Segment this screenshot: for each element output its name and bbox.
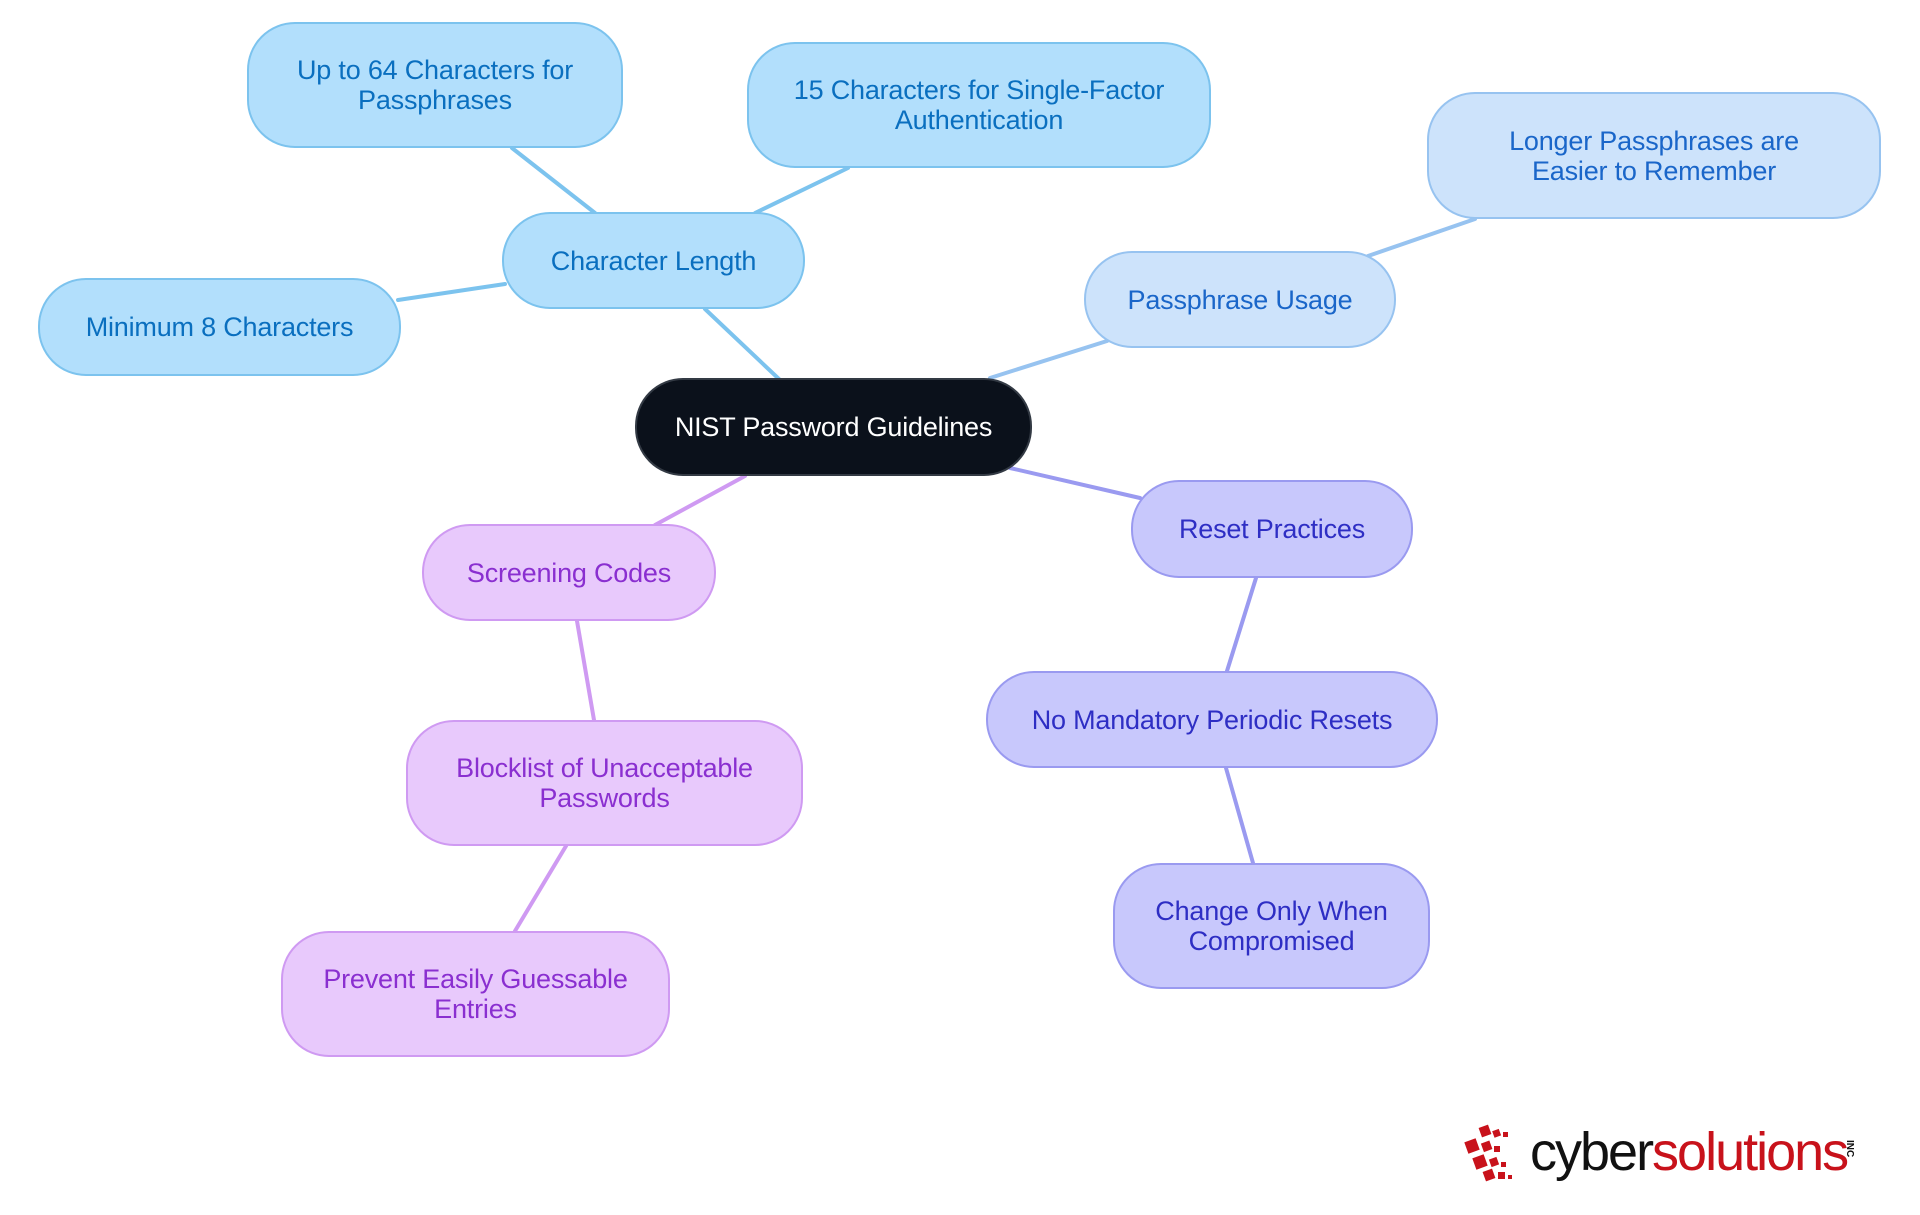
- logo-inc-suffix: INC: [1844, 1140, 1855, 1158]
- edge-root-character-length: [703, 307, 782, 382]
- node-passphrase-usage[interactable]: Passphrase Usage: [1084, 251, 1396, 348]
- node-blocklist-unacceptable-passwords[interactable]: Blocklist of Unacceptable Passwords: [406, 720, 803, 846]
- node-no-mandatory-periodic-resets[interactable]: No Mandatory Periodic Resets: [986, 671, 1438, 768]
- node-label: 15 Characters for Single-Factor Authenti…: [793, 75, 1165, 135]
- logo-squares-icon: [1464, 1124, 1512, 1182]
- node-label: Up to 64 Characters for Passphrases: [296, 55, 574, 115]
- node-character-length[interactable]: Character Length: [502, 212, 805, 309]
- logo-wordmark: cybersolutions: [1530, 1122, 1849, 1182]
- root-node-label: NIST Password Guidelines: [674, 412, 993, 442]
- root-node[interactable]: NIST Password Guidelines: [635, 378, 1032, 476]
- edge-character-length-minimum: [396, 282, 507, 302]
- node-label: Longer Passphrases are Easier to Remembe…: [1509, 125, 1799, 186]
- edge-blocklist-prevent: [513, 844, 568, 933]
- node-prevent-easily-guessable-entries[interactable]: Prevent Easily Guessable Entries: [281, 931, 670, 1057]
- edge-root-passphrase: [988, 339, 1109, 380]
- node-label: Screening Codes: [466, 557, 672, 588]
- node-label: Change Only When Compromised: [1155, 896, 1388, 956]
- node-up-to-64-characters[interactable]: Up to 64 Characters for Passphrases: [247, 22, 623, 148]
- node-label: No Mandatory Periodic Resets: [1031, 704, 1393, 735]
- node-label: Prevent Easily Guessable Entries: [323, 964, 628, 1024]
- node-label: Minimum 8 Characters: [85, 312, 354, 342]
- edge-passphrase-longer: [1366, 217, 1477, 258]
- node-longer-passphrases[interactable]: Longer Passphrases are Easier to Remembe…: [1427, 92, 1881, 219]
- edge-character-length-up64: [510, 146, 597, 215]
- cybersolutions-logo: cybersolutions INC: [1460, 1118, 1880, 1192]
- edge-character-length-15chars: [753, 166, 850, 215]
- edge-reset-nomandatory: [1225, 576, 1258, 673]
- node-screening-codes[interactable]: Screening Codes: [422, 524, 716, 621]
- node-minimum-8-characters[interactable]: Minimum 8 Characters: [38, 278, 401, 376]
- node-15-characters-single-factor[interactable]: 15 Characters for Single-Factor Authenti…: [747, 42, 1211, 168]
- node-label: Character Length: [550, 245, 757, 276]
- node-change-only-when-compromised[interactable]: Change Only When Compromised: [1113, 863, 1430, 989]
- edge-root-screening: [653, 474, 747, 527]
- node-reset-practices[interactable]: Reset Practices: [1131, 480, 1413, 578]
- edge-root-reset: [1008, 466, 1142, 500]
- edge-nomandatory-change: [1224, 766, 1255, 865]
- node-label: Passphrase Usage: [1127, 284, 1353, 315]
- node-label: Reset Practices: [1178, 514, 1366, 544]
- edge-screening-blocklist: [575, 619, 596, 722]
- node-label: Blocklist of Unacceptable Passwords: [456, 753, 753, 813]
